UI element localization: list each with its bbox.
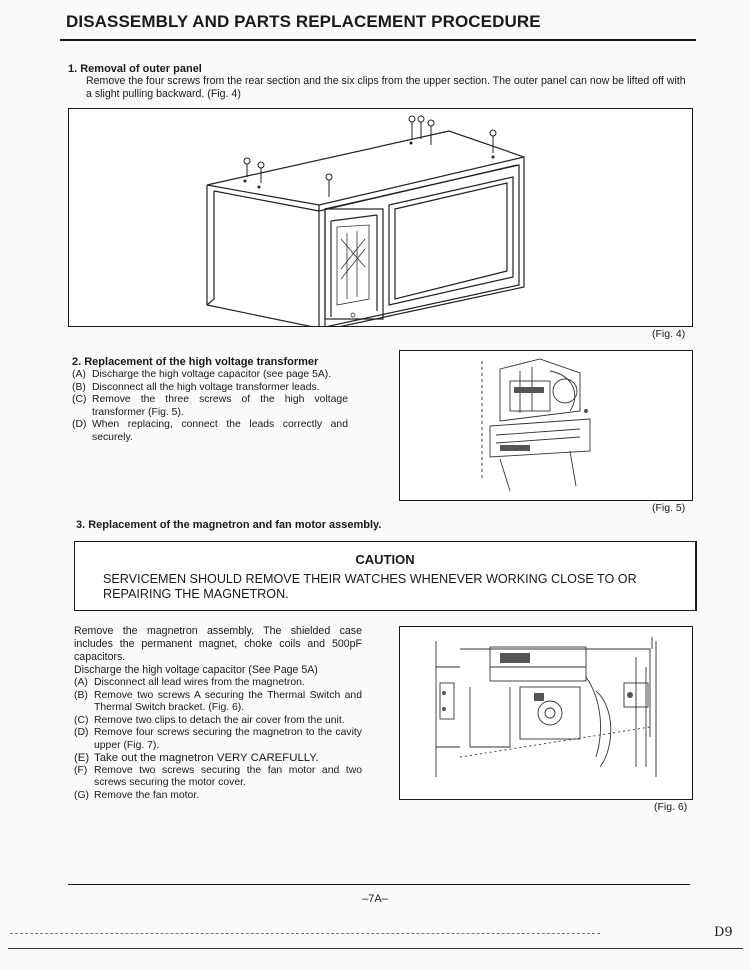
section-2-heading: 2. Replacement of the high voltage trans… [72,356,319,368]
list-item: (B)Remove two screws A securing the Ther… [74,689,362,714]
list-item: (D)When replacing, connect the leads cor… [72,419,348,443]
page-number: –7A– [362,893,388,905]
scan-artifact-line [10,933,600,934]
figure-6 [399,626,693,800]
page-title: DISASSEMBLY AND PARTS REPLACEMENT PROCED… [66,12,541,31]
figure-5 [399,350,693,501]
section-2-steps: (A)Discharge the high voltage capacitor … [72,369,348,444]
title-rule [60,39,696,41]
list-item: (A)Discharge the high voltage capacitor … [72,369,332,380]
section-3-body: Remove the magnetron assembly. The shiel… [74,625,362,802]
list-item: (D)Remove four screws securing the magne… [74,727,362,751]
section-1-body: Remove the four screws from the rear sec… [86,75,686,100]
list-item: (B)Disconnect all the high voltage trans… [72,381,320,393]
section-3-heading: 3. Replacement of the magnetron and fan … [76,519,382,531]
section-3-intro: Remove the magnetron assembly. The shiel… [74,625,362,663]
list-item: (E)Take out the magnetron VERY CAREFULLY… [74,752,319,764]
list-item: (F)Remove two screws securing the fan mo… [74,764,362,789]
corner-mark: D9 [714,925,733,940]
footer-rule [68,884,690,885]
outer-panel-illustration [206,115,525,326]
caution-title: CAUTION [355,552,415,567]
bottom-rule [8,948,743,949]
list-item: (G)Remove the fan motor. [74,789,200,801]
list-item: (A)Disconnect all lead wires from the ma… [74,677,305,688]
magnetron-illustration [435,637,657,777]
figure-4 [68,108,693,327]
transformer-illustration [481,358,591,492]
section-3-intro-2: Discharge the high voltage capacitor (Se… [74,664,318,676]
caution-text: SERVICEMEN SHOULD REMOVE THEIR WATCHES W… [103,572,637,601]
section-1-heading: 1. Removal of outer panel [68,63,202,75]
list-item: (C)Remove the three screws of the high v… [72,394,348,418]
caution-box: CAUTION SERVICEMEN SHOULD REMOVE THEIR W… [74,541,697,611]
list-item: (C)Remove two clips to detach the air co… [74,714,345,726]
figure-6-caption: (Fig. 6) [654,801,688,813]
figure-5-caption: (Fig. 5) [652,502,686,514]
figure-4-caption: (Fig. 4) [652,328,686,340]
